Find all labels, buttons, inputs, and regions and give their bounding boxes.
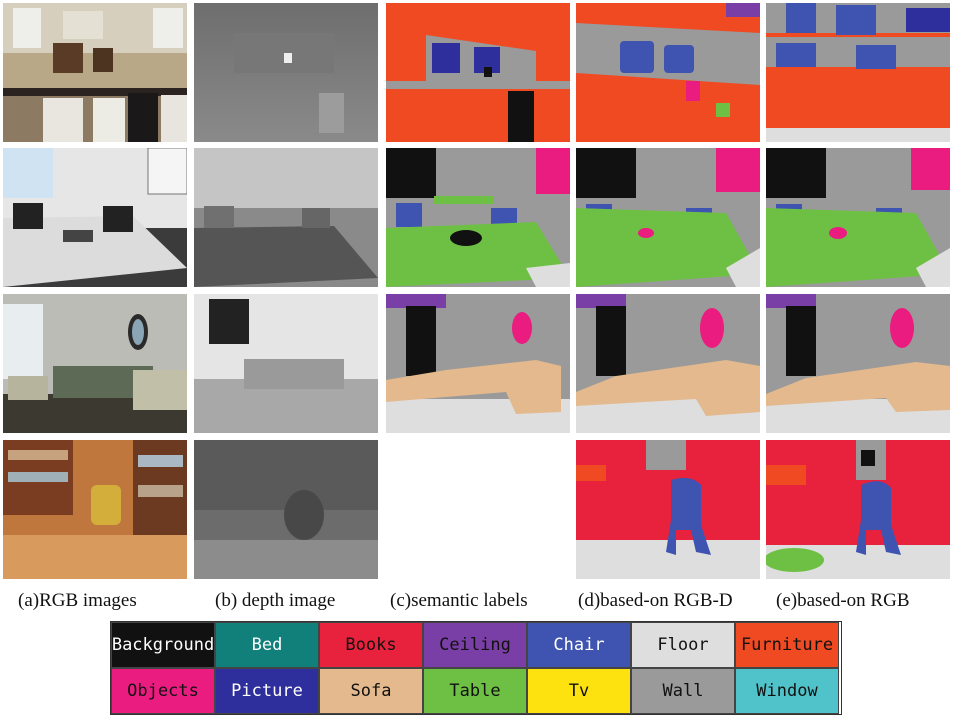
row3-depth-image (194, 294, 378, 433)
legend-item-window: Window (735, 668, 839, 714)
row2-semantic-labels (386, 148, 570, 287)
legend-item-floor: Floor (631, 622, 735, 668)
row2-rgb-prediction (766, 148, 950, 287)
legend-item-books: Books (319, 622, 423, 668)
row1-semantic-labels (386, 3, 570, 142)
legend-item-picture: Picture (215, 668, 319, 714)
row2-rgbd-prediction (576, 148, 760, 287)
caption-based-on-rgbd: (d)based-on RGB-D (578, 590, 733, 611)
row4-depth-image (194, 440, 378, 579)
caption-rgb-images: (a)RGB images (18, 590, 137, 611)
caption-semantic-labels: (c)semantic labels (390, 590, 528, 611)
legend-item-chair: Chair (527, 622, 631, 668)
legend-item-ceiling: Ceiling (423, 622, 527, 668)
legend-item-table: Table (423, 668, 527, 714)
row4-rgb-prediction (766, 440, 950, 579)
legend-item-furniture: Furniture (735, 622, 839, 668)
row3-rgb-prediction (766, 294, 950, 433)
legend-item-sofa: Sofa (319, 668, 423, 714)
legend-item-tv: Tv (527, 668, 631, 714)
legend-item-objects: Objects (111, 668, 215, 714)
row3-rgb-image (3, 294, 187, 433)
legend-item-wall: Wall (631, 668, 735, 714)
row1-depth-image (194, 3, 378, 142)
legend-item-background: Background (111, 622, 215, 668)
caption-based-on-rgb: (e)based-on RGB (776, 590, 910, 611)
row1-rgb-image (3, 3, 187, 142)
legend-item-bed: Bed (215, 622, 319, 668)
row2-depth-image (194, 148, 378, 287)
caption-depth-image: (b) depth image (215, 590, 336, 611)
row4-rgbd-prediction (576, 440, 760, 579)
row1-rgbd-prediction (576, 3, 760, 142)
row1-rgb-prediction (766, 3, 950, 142)
row3-semantic-labels (386, 294, 570, 433)
row4-rgb-image (3, 440, 187, 579)
row2-rgb-image (3, 148, 187, 287)
row3-rgbd-prediction (576, 294, 760, 433)
